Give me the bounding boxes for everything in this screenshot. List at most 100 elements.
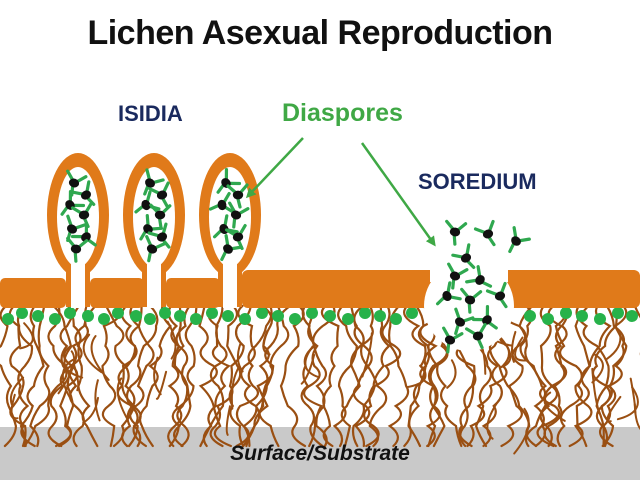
spore-alga [139, 230, 147, 241]
hypha-strand [230, 365, 241, 410]
hypha-strand [308, 304, 340, 448]
spore-core [70, 244, 82, 254]
spore-alga [84, 201, 93, 214]
spore-unit [447, 262, 469, 290]
algal-cell [612, 307, 624, 319]
isidium [47, 153, 109, 308]
hypha-strand [19, 322, 34, 350]
spore-alga [72, 203, 86, 208]
spore-alga [477, 338, 484, 350]
spore-alga [462, 316, 475, 323]
spore-alga [230, 245, 243, 251]
spore-alga [161, 222, 168, 235]
algal-cell [174, 310, 186, 322]
spore-alga [226, 184, 237, 194]
spore-core [230, 210, 242, 220]
algal-cell [130, 310, 142, 322]
spore-alga [208, 204, 220, 211]
hypha-strand [304, 345, 321, 379]
hyphae-layer [0, 304, 640, 455]
diaspores-label: Diaspores [282, 99, 403, 127]
spore-alga [454, 307, 461, 320]
spore-core [482, 229, 494, 239]
spore-unit [465, 265, 493, 288]
cortex-segment [166, 278, 220, 308]
hypha-strand [209, 304, 252, 448]
hypha-strand [606, 395, 622, 423]
spore-alga [452, 234, 457, 246]
spore-alga [224, 228, 237, 237]
spore-alga [485, 289, 498, 296]
spore-alga [145, 168, 151, 181]
spore-alga [70, 234, 84, 239]
hypha-strand [539, 304, 554, 448]
spore-alga [220, 250, 228, 262]
spore-alga [478, 322, 487, 335]
hypha-strand [9, 376, 25, 406]
spore-alga [488, 219, 495, 232]
algal-cell [98, 313, 110, 325]
cortex-segment [0, 278, 66, 308]
hypha-strand [511, 330, 517, 363]
hypha-strand [543, 304, 570, 448]
hypha-strand [605, 333, 622, 361]
hypha-strand [242, 304, 292, 448]
spore-alga [451, 253, 464, 259]
spore-alga [449, 295, 462, 301]
hypha-strand [168, 304, 192, 448]
hypha-strand [226, 304, 245, 448]
isidia-structures [47, 153, 261, 308]
hypha-strand [235, 304, 273, 448]
hypha-strand [260, 384, 268, 412]
algal-cell [82, 310, 94, 322]
spore-core [146, 244, 158, 254]
algal-cell [190, 313, 202, 325]
spore-alga [518, 237, 531, 243]
hypha-strand [10, 393, 19, 420]
spore-alga [465, 243, 471, 256]
hypha-strand [575, 304, 614, 448]
spore-alga [465, 278, 478, 284]
spore-alga [447, 262, 455, 274]
spore-unit [148, 181, 170, 208]
hypha-strand [23, 304, 80, 448]
hypha-strand [332, 304, 358, 448]
algal-cell [256, 307, 268, 319]
algal-cell [576, 310, 588, 322]
spore-core [68, 178, 80, 188]
spore-unit [66, 236, 89, 263]
hypha-strand [499, 337, 512, 369]
algal-cell [239, 313, 251, 325]
arrow-to-isidium [245, 137, 304, 199]
spore-alga [466, 259, 476, 269]
hypha-strand [486, 401, 498, 440]
spore-alga [66, 169, 74, 181]
spore-alga [161, 204, 172, 214]
isidium-channel [71, 256, 85, 308]
hypha-strand [171, 304, 198, 448]
algal-cell [560, 307, 572, 319]
algal-cell [594, 313, 606, 325]
soredium-opening [430, 262, 508, 282]
spore-unit [451, 243, 476, 269]
algal-cell [406, 307, 418, 319]
hypha-strand [19, 304, 45, 448]
spore-core [482, 315, 492, 325]
algal-cell [524, 310, 536, 322]
spore-alga [452, 332, 464, 340]
spore-alga [134, 205, 144, 214]
spore-unit [71, 180, 96, 206]
spore-alga [456, 222, 468, 232]
hypha-strand [29, 304, 51, 448]
isidium-channel [223, 256, 237, 308]
spore-alga [162, 239, 171, 249]
hypha-strand [279, 304, 307, 448]
spore-unit [70, 221, 97, 247]
hypha-strand [47, 304, 83, 448]
upper-cortex [0, 270, 640, 308]
spore-alga [143, 184, 150, 196]
spore-alga [223, 205, 236, 214]
spore-alga [471, 290, 483, 300]
hypha-strand [90, 335, 110, 381]
spore-core [156, 190, 168, 200]
